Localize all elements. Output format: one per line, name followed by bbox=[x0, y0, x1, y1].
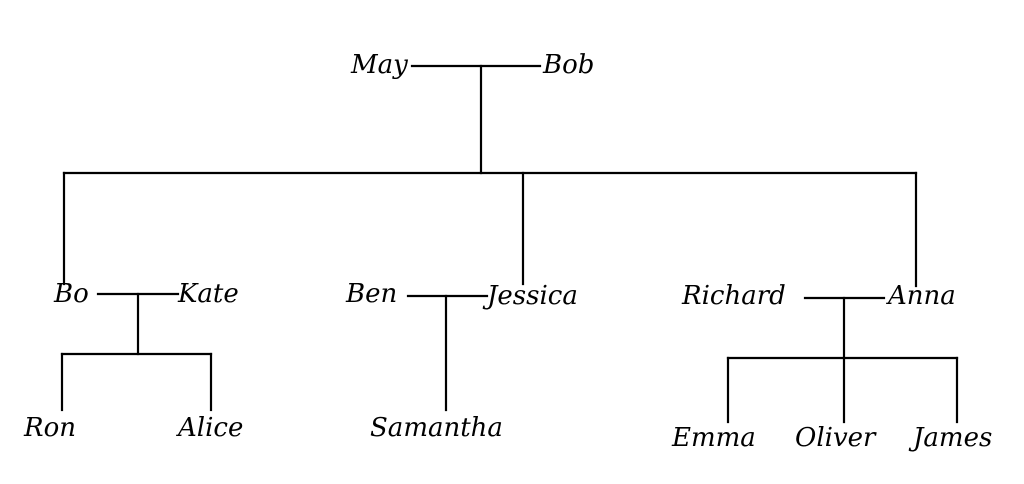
person-bob: Bob bbox=[542, 50, 594, 80]
person-alice: Alice bbox=[176, 413, 243, 443]
person-bo: Bo bbox=[53, 279, 89, 309]
person-richard: Richard bbox=[681, 281, 786, 311]
person-james: James bbox=[908, 423, 992, 453]
person-samantha: Samantha bbox=[370, 413, 503, 443]
person-may: May bbox=[350, 50, 408, 80]
person-anna: Anna bbox=[886, 281, 956, 311]
person-ron: Ron bbox=[23, 413, 76, 443]
person-emma: Emma bbox=[671, 423, 756, 453]
person-jessica: Jessica bbox=[482, 281, 578, 311]
person-ben: Ben bbox=[345, 279, 397, 309]
person-oliver: Oliver bbox=[795, 423, 877, 453]
person-kate: Kate bbox=[177, 279, 239, 309]
